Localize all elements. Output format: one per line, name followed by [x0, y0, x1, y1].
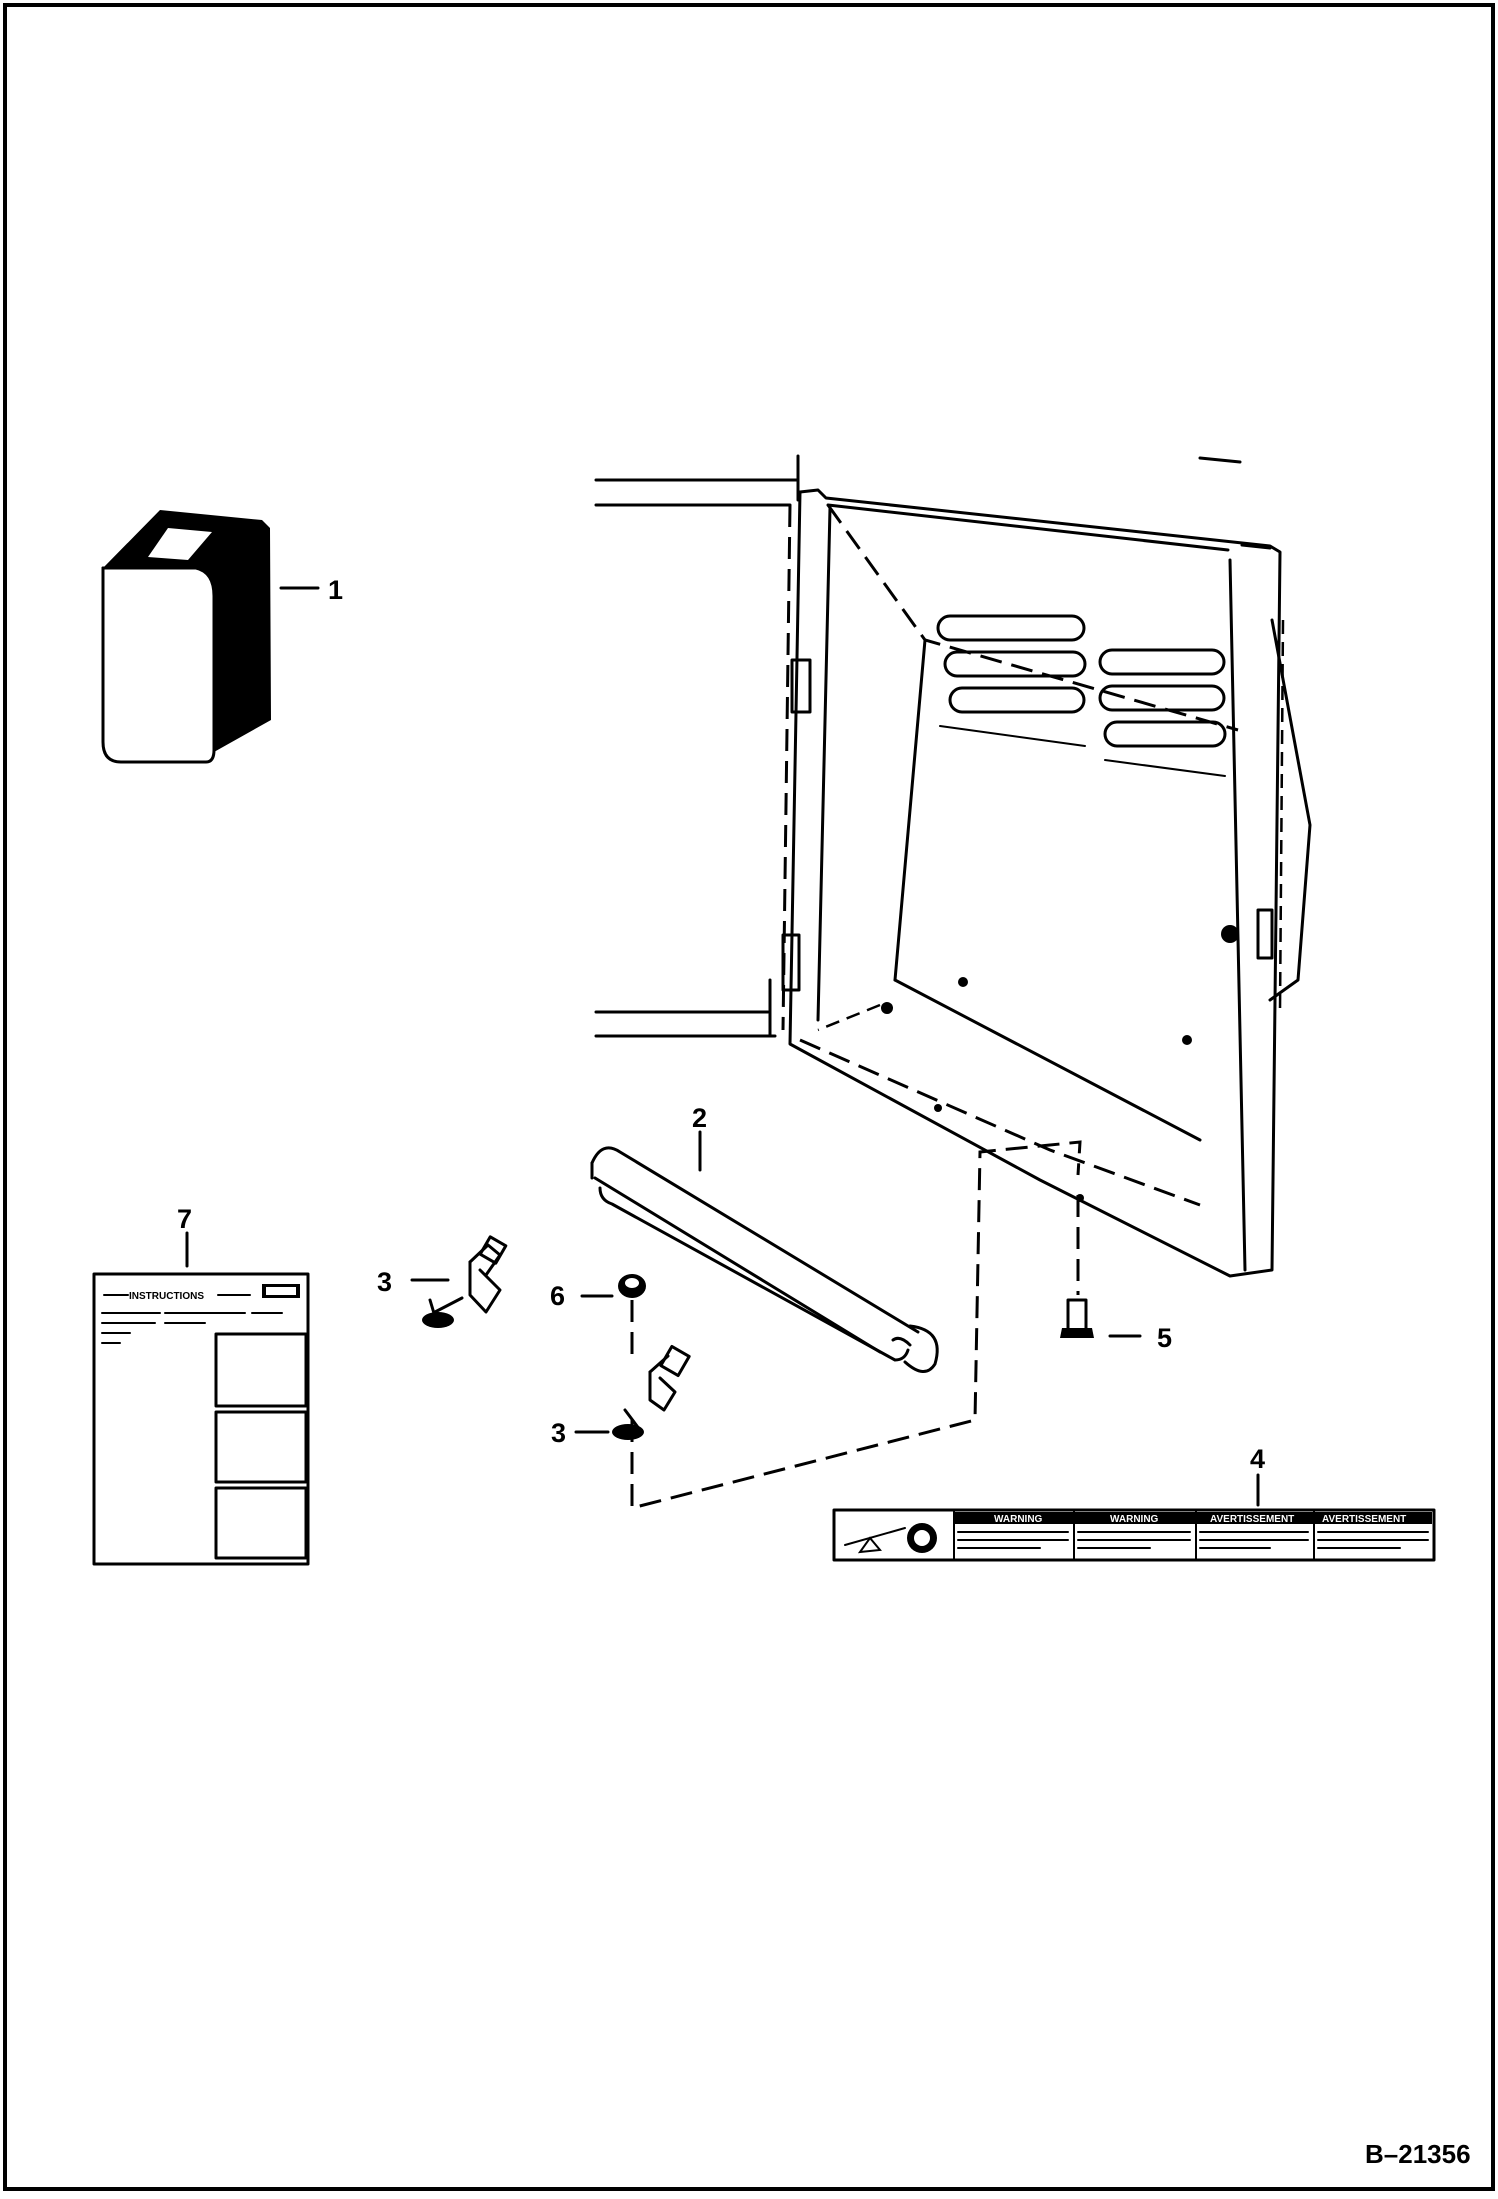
callout-2: 2 [692, 1103, 707, 1133]
part-3-clip-upper [410, 1235, 508, 1328]
part-2-strip [590, 1130, 939, 1373]
callout-6: 6 [550, 1281, 565, 1311]
part-5-bolt [1060, 1298, 1142, 1338]
loader-frame [594, 454, 800, 1038]
decal-panel-2-title: WARNING [1110, 1514, 1159, 1525]
figure-number: B–21356 [1365, 2139, 1471, 2169]
callout-3-upper: 3 [377, 1267, 392, 1297]
callout-4: 4 [1250, 1444, 1265, 1474]
callout-7: 7 [177, 1204, 192, 1234]
decal-panel-1-title: WARNING [994, 1514, 1043, 1525]
decal-panel-4-title: AVERTISSEMENT [1322, 1514, 1406, 1525]
assembly-leader [630, 1140, 1082, 1510]
instruction-sheet-heading: INSTRUCTIONS [129, 1291, 204, 1302]
page-border [3, 3, 1495, 2191]
part-7-instruction-sheet: INSTRUCTIONS [92, 1231, 310, 1566]
decal-panel-3-title: AVERTISSEMENT [1210, 1514, 1294, 1525]
part-6-nut [580, 1274, 646, 1298]
callout-3-lower: 3 [551, 1418, 566, 1448]
part-3-clip-lower [574, 1344, 691, 1440]
part-4-warning-decal: WARNING WARNING AVERTISSEMENT AVERTISSEM… [832, 1473, 1436, 1562]
part-1-block [101, 510, 320, 764]
callout-1: 1 [328, 575, 343, 605]
callout-5: 5 [1157, 1323, 1172, 1353]
vent-slots [936, 614, 1227, 777]
rear-door [781, 456, 1312, 1278]
